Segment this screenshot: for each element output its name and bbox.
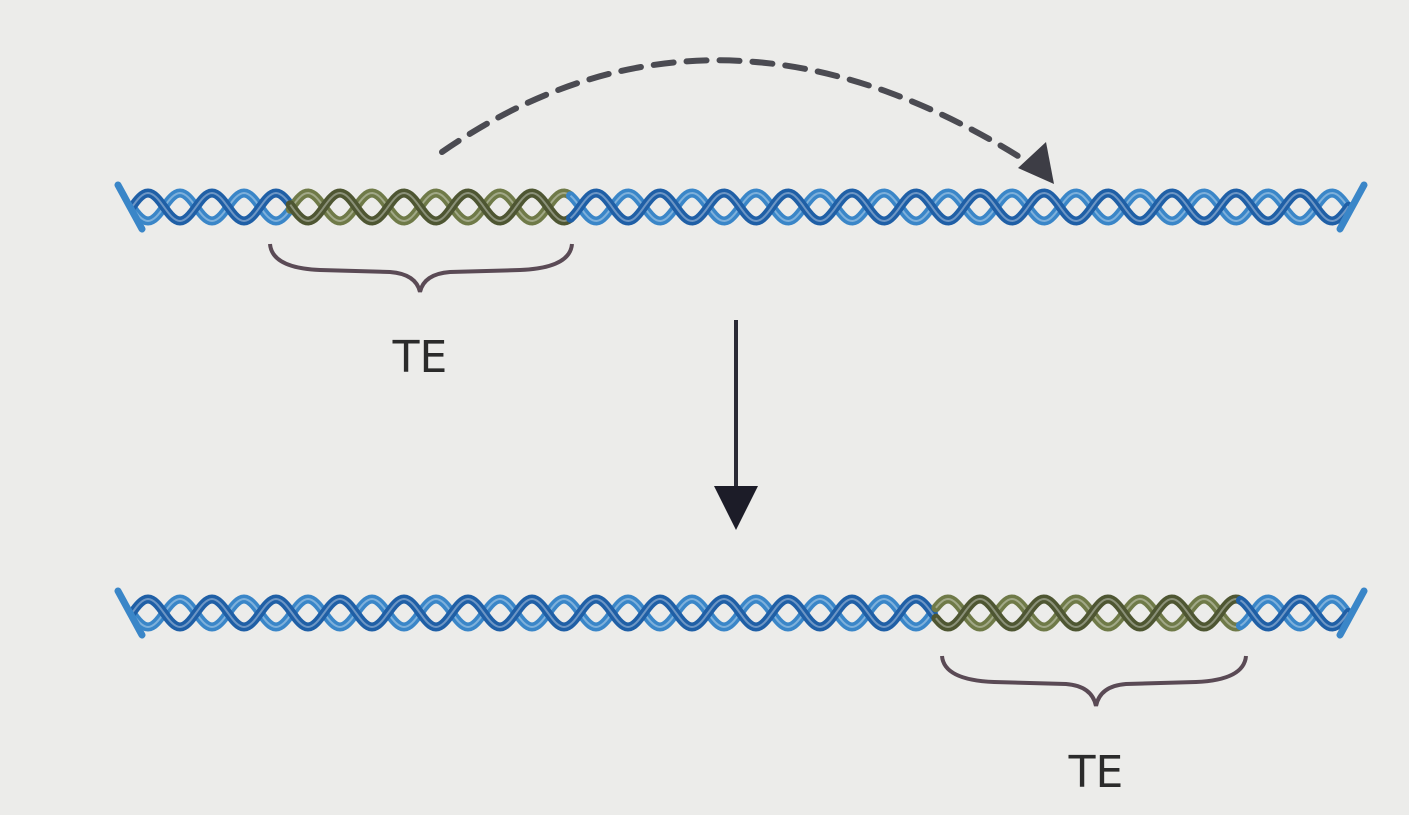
top-strand-end <box>118 185 142 229</box>
te-label-top: TE <box>392 332 448 383</box>
dna-strand-bottom <box>118 591 1364 635</box>
jump-dashed-arrow <box>442 60 1040 170</box>
te-brace-top <box>270 244 572 292</box>
bottom-strand-end <box>118 591 142 635</box>
jump-arrowhead <box>1018 142 1054 184</box>
te-label-bottom: TE <box>1068 747 1124 798</box>
down-arrow-head <box>714 486 758 530</box>
te-brace-bottom <box>942 656 1246 706</box>
dna-strand-top <box>118 185 1364 229</box>
